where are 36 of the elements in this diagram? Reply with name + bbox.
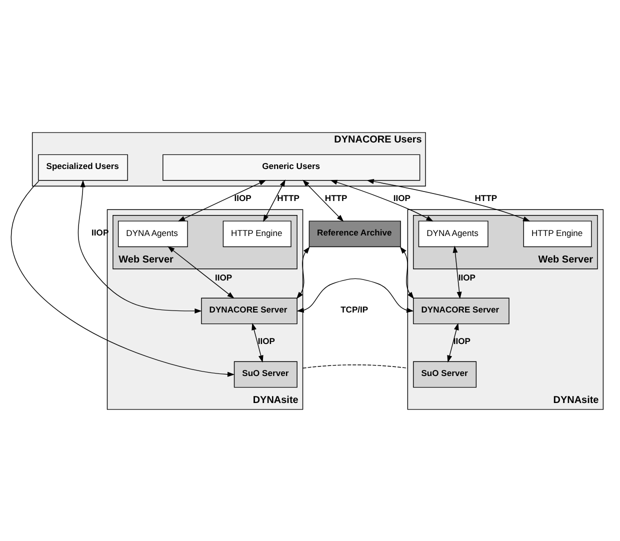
node-box: SuO Server	[234, 360, 298, 388]
edge-label: IIOP	[234, 192, 252, 202]
edge-label: IIOP	[458, 272, 476, 282]
node-box: HTTP Engine	[222, 220, 292, 247]
arrow	[296, 246, 310, 298]
arrow	[302, 179, 344, 222]
edge-label: IIOP	[393, 192, 411, 202]
arrow	[296, 278, 414, 312]
node-box: DYNA Agents	[418, 220, 488, 247]
edge-label: IIOP	[215, 272, 232, 282]
node-box: DYNACORE Server	[201, 297, 298, 324]
arrow	[400, 246, 414, 298]
arrow	[452, 245, 462, 298]
arrow	[252, 322, 264, 362]
node-box: DYNA Agents	[118, 220, 188, 247]
arrow	[168, 246, 234, 298]
arrow	[11, 180, 235, 376]
node-box: Specialized Users	[38, 154, 128, 180]
edge-label: HTTP	[277, 192, 300, 202]
arrow	[78, 180, 202, 313]
edge-label: IIOP	[258, 336, 275, 346]
edge-label: IIOP	[453, 336, 470, 346]
node-box: HTTP Engine	[523, 220, 592, 247]
edge-label: HTTP	[324, 192, 348, 202]
connector	[302, 364, 408, 368]
node-box: DYNACORE Server	[413, 297, 510, 324]
node-box: Generic Users	[162, 154, 420, 180]
arrow	[330, 179, 434, 221]
label: TCP/IP	[340, 304, 368, 314]
arrow	[178, 180, 266, 221]
arrow	[263, 179, 286, 222]
edge-label: HTTP	[474, 192, 498, 202]
arrow	[366, 178, 530, 221]
arrow	[447, 322, 459, 362]
node-box: SuO Server	[413, 360, 477, 388]
node-box: Reference Archive	[308, 220, 401, 247]
